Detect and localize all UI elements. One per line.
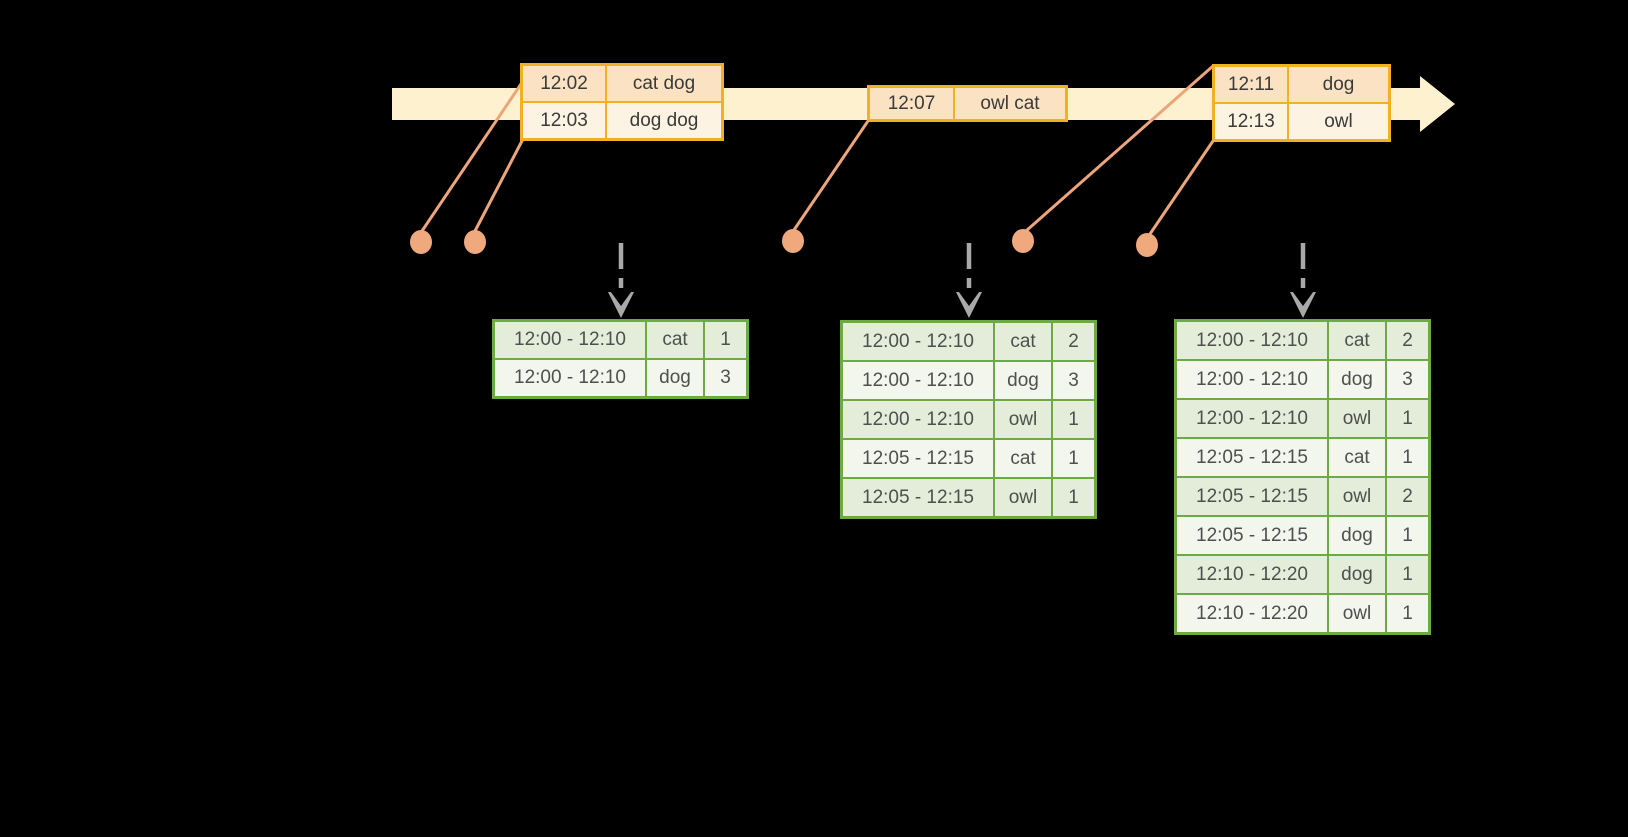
- count-cell: 2: [1387, 322, 1428, 359]
- event-dot-icon: [782, 229, 804, 253]
- window-cell: 12:05 - 12:15: [1177, 478, 1327, 515]
- window-cell: 12:10 - 12:20: [1177, 556, 1327, 593]
- count-cell: 2: [1053, 323, 1094, 360]
- word-cell: owl: [1329, 478, 1385, 515]
- event-dot-icon: [410, 230, 432, 254]
- word-cell: dog: [1329, 361, 1385, 398]
- event-dot-icon: [464, 230, 486, 254]
- event-words-cell: owl cat: [955, 88, 1065, 119]
- event-connector-line: [792, 120, 870, 231]
- result-table-2: 12:00 - 12:10 cat 2 12:00 - 12:10 dog 3 …: [840, 320, 1097, 519]
- count-cell: 3: [1387, 361, 1428, 398]
- count-cell: 1: [1387, 517, 1428, 554]
- word-cell: dog: [647, 360, 703, 396]
- count-cell: 3: [1053, 362, 1094, 399]
- word-cell: dog: [1329, 556, 1385, 593]
- word-cell: owl: [1329, 400, 1385, 437]
- window-cell: 12:10 - 12:20: [1177, 595, 1327, 632]
- event-time-cell: 12:03: [523, 103, 605, 138]
- word-cell: cat: [1329, 439, 1385, 476]
- count-cell: 2: [1387, 478, 1428, 515]
- window-cell: 12:05 - 12:15: [843, 479, 993, 516]
- count-cell: 1: [1387, 556, 1428, 593]
- window-cell: 12:00 - 12:10: [1177, 361, 1327, 398]
- event-words-cell: owl: [1289, 104, 1388, 139]
- window-cell: 12:05 - 12:15: [843, 440, 993, 477]
- input-event-table-2: 12:07 owl cat: [867, 85, 1068, 122]
- event-words-cell: dog: [1289, 67, 1388, 102]
- trigger-arrow-icon: [1290, 243, 1316, 318]
- input-event-table-3: 12:11 dog 12:13 owl: [1212, 64, 1391, 142]
- count-cell: 1: [1053, 440, 1094, 477]
- word-cell: owl: [1329, 595, 1385, 632]
- result-table-3: 12:00 - 12:10 cat 2 12:00 - 12:10 dog 3 …: [1174, 319, 1431, 635]
- event-connector-line: [420, 83, 523, 232]
- event-time-cell: 12:11: [1215, 67, 1287, 102]
- event-connector-line: [473, 138, 525, 232]
- window-cell: 12:00 - 12:10: [495, 360, 645, 396]
- event-words-cell: cat dog: [607, 66, 721, 101]
- word-cell: cat: [995, 440, 1051, 477]
- event-connector-line: [1148, 140, 1215, 235]
- word-cell: dog: [995, 362, 1051, 399]
- count-cell: 1: [1387, 595, 1428, 632]
- event-connector-line: [1025, 64, 1214, 233]
- event-dot-icon: [1012, 229, 1034, 253]
- window-cell: 12:00 - 12:10: [1177, 322, 1327, 359]
- event-time-cell: 12:07: [870, 88, 953, 119]
- count-cell: 1: [1053, 401, 1094, 438]
- input-event-table-1: 12:02 cat dog 12:03 dog dog: [520, 63, 724, 141]
- window-cell: 12:00 - 12:10: [495, 322, 645, 358]
- event-words-cell: dog dog: [607, 103, 721, 138]
- count-cell: 1: [705, 322, 746, 358]
- window-cell: 12:05 - 12:15: [1177, 439, 1327, 476]
- window-cell: 12:00 - 12:10: [843, 401, 993, 438]
- event-dot-icon: [1136, 233, 1158, 257]
- word-cell: cat: [647, 322, 703, 358]
- word-cell: owl: [995, 479, 1051, 516]
- window-cell: 12:00 - 12:10: [843, 362, 993, 399]
- window-cell: 12:00 - 12:10: [1177, 400, 1327, 437]
- word-cell: cat: [995, 323, 1051, 360]
- word-cell: dog: [1329, 517, 1385, 554]
- count-cell: 3: [705, 360, 746, 396]
- result-table-1: 12:00 - 12:10 cat 1 12:00 - 12:10 dog 3: [492, 319, 749, 399]
- event-time-cell: 12:13: [1215, 104, 1287, 139]
- word-cell: owl: [995, 401, 1051, 438]
- count-cell: 1: [1387, 439, 1428, 476]
- trigger-arrow-icon: [956, 243, 982, 318]
- event-time-cell: 12:02: [523, 66, 605, 101]
- count-cell: 1: [1053, 479, 1094, 516]
- word-cell: cat: [1329, 322, 1385, 359]
- window-cell: 12:00 - 12:10: [843, 323, 993, 360]
- trigger-arrow-icon: [608, 243, 634, 318]
- count-cell: 1: [1387, 400, 1428, 437]
- window-cell: 12:05 - 12:15: [1177, 517, 1327, 554]
